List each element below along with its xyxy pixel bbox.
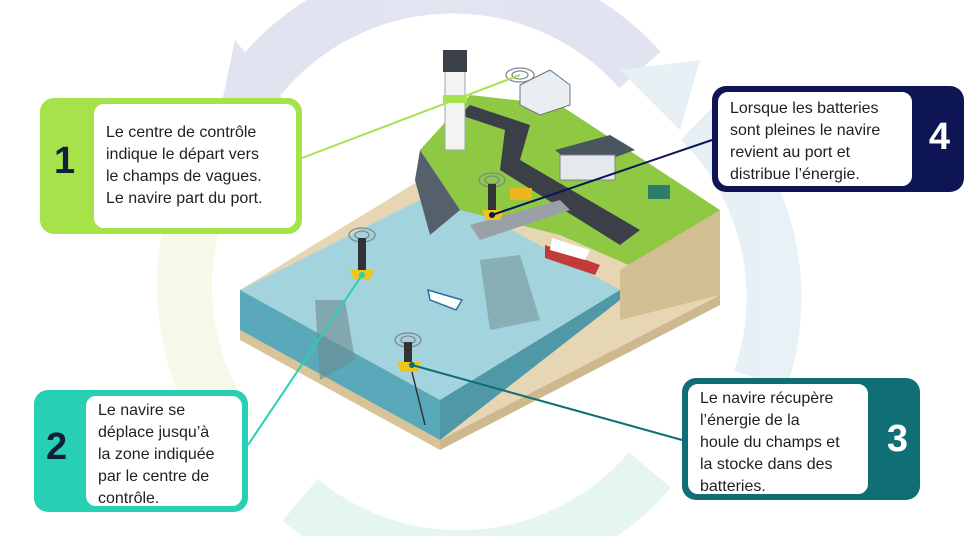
leader-line-endpoints (359, 212, 495, 368)
port-land (415, 95, 720, 320)
step-4-text: Lorsque les batteries sont pleines le na… (716, 90, 914, 188)
step-2-callout: 2 Le navire se déplace jusqu’à la zone i… (34, 390, 248, 512)
vessels (427, 238, 600, 311)
step-3-callout: Le navire récupère l’énergie de la houle… (682, 378, 920, 500)
step-4-number: 4 (928, 116, 950, 158)
step-1-number: 1 (54, 140, 76, 182)
step-2-number: 2 (46, 426, 68, 468)
step-4-callout: Lorsque les batteries sont pleines le na… (712, 86, 964, 192)
step-3-number: 3 (886, 418, 908, 460)
trucks (510, 185, 670, 200)
step-1-callout: 1 Le centre de contrôle indique le dépar… (40, 98, 302, 234)
control-center-building (519, 69, 635, 181)
step-1-text: Le centre de contrôle indique le départ … (92, 102, 298, 230)
step-3-text: Le navire récupère l’énergie de la houle… (686, 382, 870, 496)
step-2-text: Le navire se déplace jusqu’à la zone ind… (84, 394, 244, 508)
callout-leader-lines (247, 74, 713, 446)
